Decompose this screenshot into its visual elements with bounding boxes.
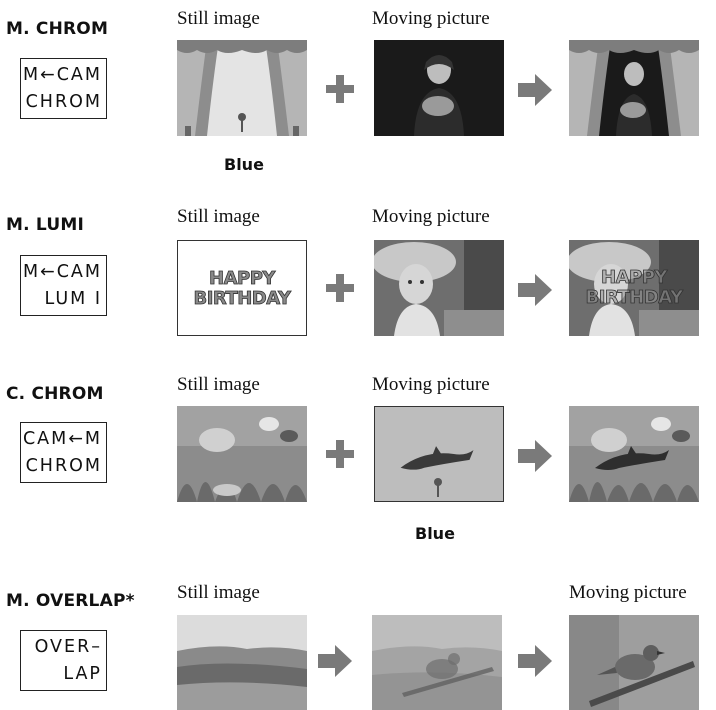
plus-icon (326, 274, 354, 302)
moving-picture-woman (374, 40, 504, 136)
blue-pointer-dot (434, 478, 442, 486)
moving-picture-girl-with-hat (374, 240, 504, 336)
result-image-m-chrom (569, 40, 699, 136)
section-title-m-lumi: M. LUMI (6, 215, 84, 235)
blue-pointer-line (241, 118, 243, 132)
still-image-aquarium (177, 406, 307, 502)
lcd-line-2: CHROM (25, 456, 102, 476)
still-image-caption: Still image (177, 374, 260, 395)
moving-picture-caption: Moving picture (569, 582, 687, 603)
blue-pointer-dot (238, 113, 246, 121)
still-image-caption: Still image (177, 582, 260, 603)
lcd-indicator-m-lumi: M←CAM LUM I (20, 255, 107, 316)
plus-icon (326, 440, 354, 468)
plus-icon (326, 75, 354, 103)
still-text-line-2: BIRTHDAY (193, 288, 291, 309)
result-image-m-lumi: HAPPY BIRTHDAY (569, 240, 699, 336)
blue-pointer-line (437, 483, 439, 497)
arrow-right-icon (518, 440, 552, 472)
moving-picture-caption: Moving picture (372, 8, 490, 29)
lcd-indicator-m-chrom: M←CAM CHROM (20, 58, 107, 119)
arrow-right-icon (518, 274, 552, 306)
section-title-c-chrom: C. CHROM (6, 384, 104, 404)
arrow-right-icon (518, 645, 552, 677)
still-image-curtain-stage (177, 40, 307, 136)
overlay-text-line-2: BIRTHDAY (585, 287, 683, 308)
lcd-line-2: LUM I (44, 289, 102, 309)
arrow-right-icon (518, 74, 552, 106)
blue-label: Blue (224, 155, 264, 174)
section-title-m-chrom: M. CHROM (6, 19, 109, 39)
blue-label: Blue (415, 524, 455, 543)
lcd-indicator-m-overlap: OVER– LAP (20, 630, 107, 691)
lcd-indicator-c-chrom: CAM←M CHROM (20, 422, 107, 483)
moving-picture-caption: Moving picture (372, 206, 490, 227)
lcd-line-2: CHROM (25, 92, 102, 112)
still-image-caption: Still image (177, 206, 260, 227)
still-image-happy-birthday: HAPPY BIRTHDAY (177, 240, 307, 336)
still-image-caption: Still image (177, 8, 260, 29)
still-text-line-1: HAPPY (209, 268, 276, 289)
moving-picture-caption: Moving picture (372, 374, 490, 395)
lcd-line-1: M←CAM (22, 262, 102, 282)
lcd-line-2: LAP (63, 664, 102, 684)
section-title-m-overlap: M. OVERLAP* (6, 591, 135, 611)
overlay-text-line-1: HAPPY (601, 267, 668, 288)
lcd-line-1: CAM←M (22, 429, 102, 449)
still-image-field (177, 615, 307, 710)
result-image-c-chrom (569, 406, 699, 502)
moving-picture-dolphin (374, 406, 504, 502)
arrow-right-icon (318, 645, 352, 677)
lcd-line-1: OVER– (34, 637, 102, 657)
transition-image-blend (372, 615, 502, 710)
lcd-line-1: M←CAM (22, 65, 102, 85)
moving-picture-bird (569, 615, 699, 710)
